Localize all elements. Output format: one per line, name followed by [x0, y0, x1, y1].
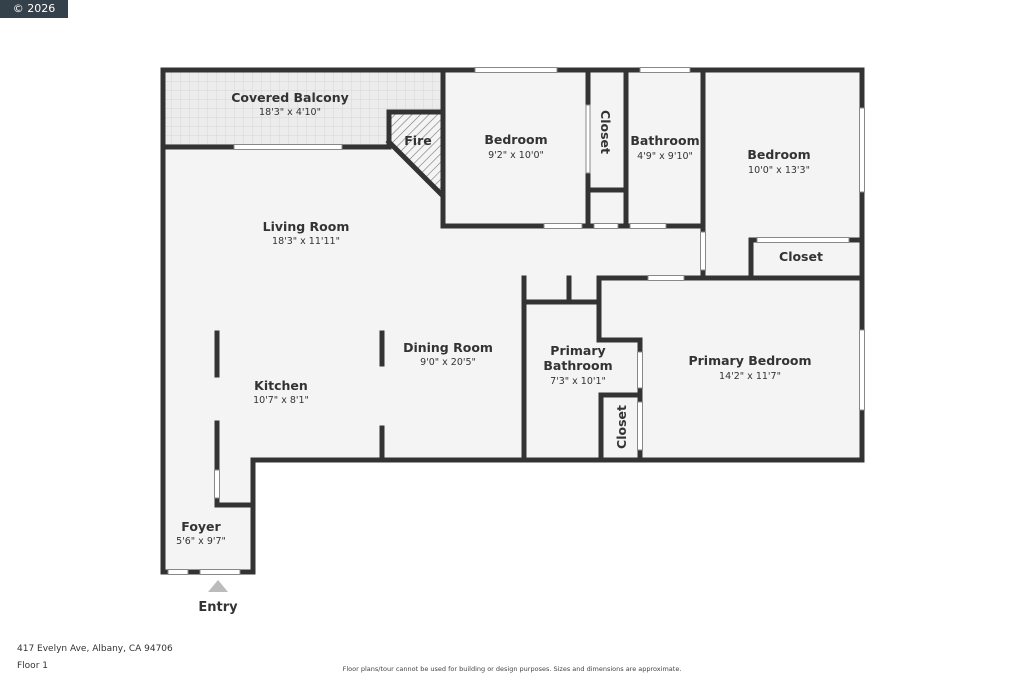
primary-bathroom-label-line1: Primary [550, 343, 605, 358]
primary-bedroom-label: Primary Bedroom [688, 353, 811, 368]
bathroom-dims: 4'9" x 9'10" [637, 151, 693, 162]
fire-label: Fire [404, 133, 431, 148]
bedroom-1-label: Bedroom [484, 132, 547, 147]
living-room-dims: 18'3" x 11'11" [272, 236, 340, 247]
windows [167, 67, 865, 575]
fireplace-area [389, 112, 443, 196]
primary-bathroom-dims: 7'3" x 10'1" [550, 376, 606, 387]
bedroom-1-dims: 9'2" x 10'0" [488, 150, 544, 161]
bedroom-2-dims: 10'0" x 13'3" [748, 165, 810, 176]
entry-label: Entry [198, 600, 238, 615]
foyer-dims: 5'6" x 9'7" [176, 536, 226, 547]
bedroom-2-label: Bedroom [747, 147, 810, 162]
kitchen-label: Kitchen [254, 378, 308, 393]
closet-1-label: Closet [598, 110, 613, 154]
closet-3-label: Closet [614, 405, 629, 449]
foyer-label: Foyer [181, 519, 221, 534]
room-labels: Covered Balcony 18'3" x 4'10" Fire Bedro… [176, 90, 823, 615]
floor-text: Floor 1 [17, 661, 48, 671]
kitchen-dims: 10'7" x 8'1" [253, 395, 309, 406]
dining-room-dims: 9'0" x 20'5" [420, 357, 476, 368]
disclaimer-text: Floor plans/tour cannot be used for buil… [342, 665, 682, 673]
living-room-label: Living Room [263, 219, 350, 234]
dining-room-label: Dining Room [403, 340, 493, 355]
primary-bathroom-label-line2: Bathroom [543, 358, 612, 373]
primary-bedroom-dims: 14'2" x 11'7" [719, 371, 781, 382]
address-text: 417 Evelyn Ave, Albany, CA 94706 [17, 644, 173, 654]
covered-balcony-label: Covered Balcony [231, 90, 349, 105]
entry-arrow-icon [208, 580, 228, 592]
bathroom-label: Bathroom [630, 133, 699, 148]
covered-balcony-dims: 18'3" x 4'10" [259, 107, 321, 118]
copyright-badge: © 2026 CCAR [0, 0, 68, 33]
closet-2-label: Closet [779, 249, 823, 264]
